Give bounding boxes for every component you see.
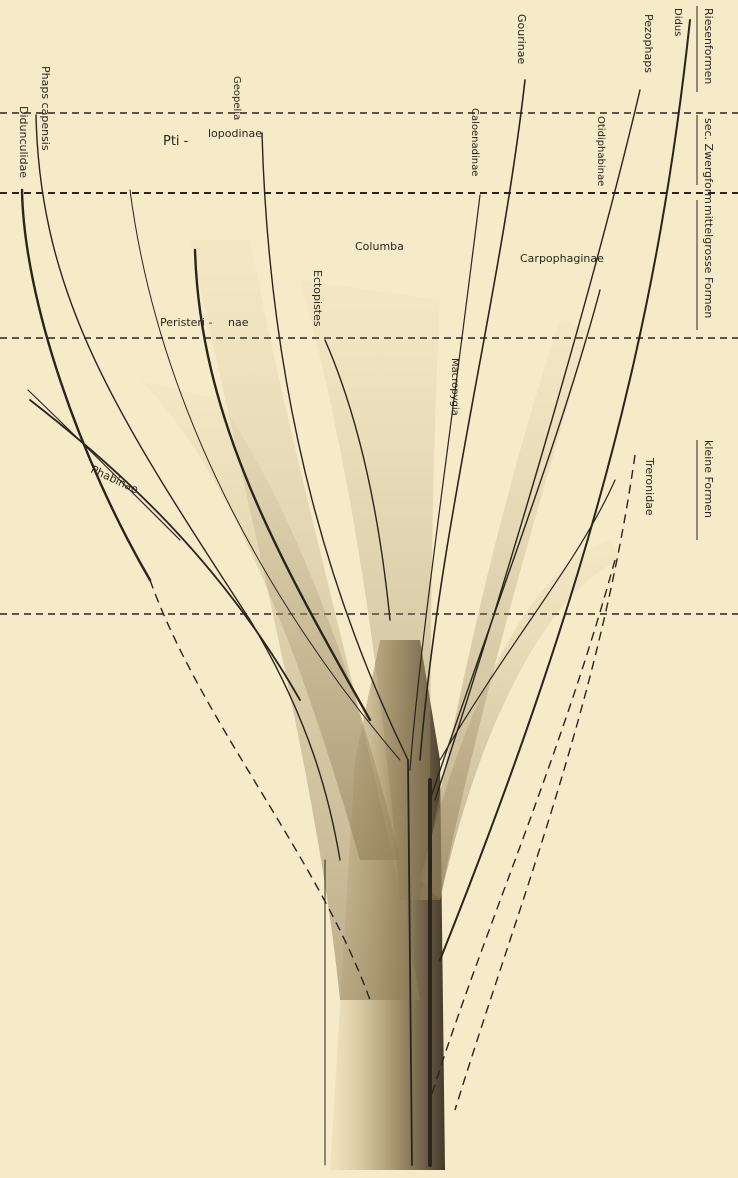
size-class-zwerg: sec. Zwergform — [702, 118, 715, 204]
label-pezophaps: Pezophaps — [642, 14, 655, 73]
label-phaps-capensis: Phaps capensis — [39, 66, 52, 151]
label-geopelia: Geopelia — [231, 76, 242, 120]
didunculidae-line — [22, 190, 150, 580]
label-didus: Didus — [672, 8, 683, 36]
label-ectopistes: Ectopistes — [311, 270, 324, 327]
shaded-branches — [140, 240, 620, 1170]
size-class-labels: Riesenformen sec. Zwergform mittelgrosse… — [702, 8, 715, 518]
size-class-klein: kleine Formen — [702, 440, 715, 518]
label-otidiphabinae: Otidiphabinae — [595, 116, 606, 186]
label-ptilopodinae-1: Pti - — [163, 134, 189, 149]
label-didunculidae: Didunculidae — [17, 106, 30, 178]
label-macropygia: Macropygia — [449, 358, 460, 416]
label-treronidae: Treronidae — [643, 457, 656, 516]
size-class-mittel: mittelgrosse Formen — [702, 205, 715, 318]
phabinae-line-1 — [28, 390, 180, 540]
label-carpophaginae: Carpophaginae — [520, 252, 604, 265]
label-phabinae: Phabinae — [89, 463, 141, 496]
size-class-riesen: Riesenformen — [702, 8, 715, 84]
label-peristerinae-2: nae — [228, 316, 249, 329]
label-caloenadinae: Caloenadinae — [469, 108, 480, 176]
label-gourinae: Gourinae — [515, 14, 528, 65]
label-peristerinae-1: Peristeri - — [160, 316, 212, 329]
label-columba: Columba — [355, 240, 404, 253]
label-ptilopodinae-2: lopodinae — [208, 127, 262, 140]
